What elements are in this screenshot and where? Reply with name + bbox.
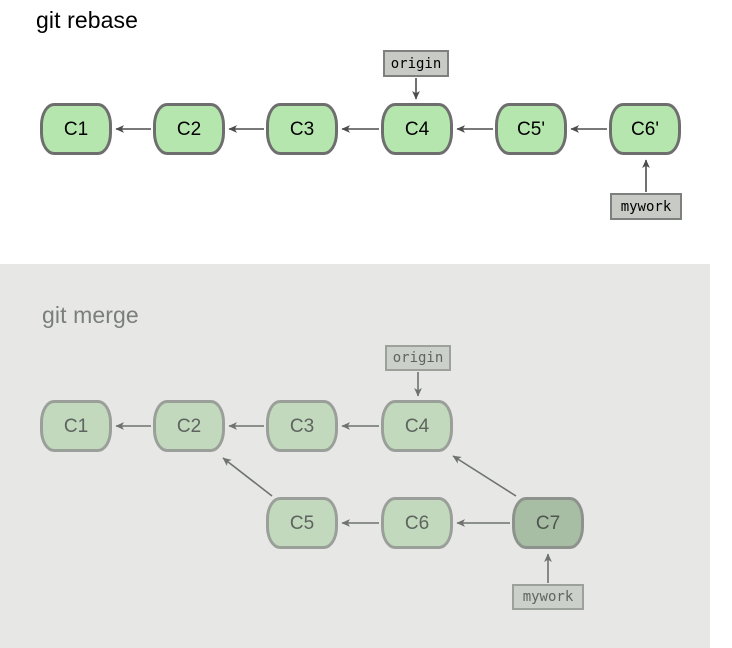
git-merge-panel xyxy=(0,264,710,648)
merge-section-title: git merge xyxy=(42,302,139,328)
commit-node-c6-prime[interactable]: C6' xyxy=(609,103,681,155)
merge-commit-node-c3[interactable]: C3 xyxy=(266,400,338,452)
merge-commit-node-c2[interactable]: C2 xyxy=(153,400,225,452)
merge-commit-node-c4[interactable]: C4 xyxy=(381,400,453,452)
commit-node-c2[interactable]: C2 xyxy=(153,103,225,155)
merge-commit-node-c5[interactable]: C5 xyxy=(266,497,338,549)
merge-ref-label-origin[interactable]: origin xyxy=(385,345,451,371)
commit-node-c4[interactable]: C4 xyxy=(381,103,453,155)
merge-ref-label-mywork[interactable]: mywork xyxy=(512,584,584,610)
commit-node-c5-prime[interactable]: C5' xyxy=(495,103,567,155)
merge-commit-node-c6[interactable]: C6 xyxy=(381,497,453,549)
commit-node-c1[interactable]: C1 xyxy=(40,103,112,155)
ref-label-mywork[interactable]: mywork xyxy=(610,193,682,220)
merge-commit-node-c1[interactable]: C1 xyxy=(40,400,112,452)
ref-label-origin[interactable]: origin xyxy=(383,50,449,77)
merge-commit-node-c7[interactable]: C7 xyxy=(512,497,584,549)
commit-node-c3[interactable]: C3 xyxy=(266,103,338,155)
rebase-section-title: git rebase xyxy=(36,7,139,33)
